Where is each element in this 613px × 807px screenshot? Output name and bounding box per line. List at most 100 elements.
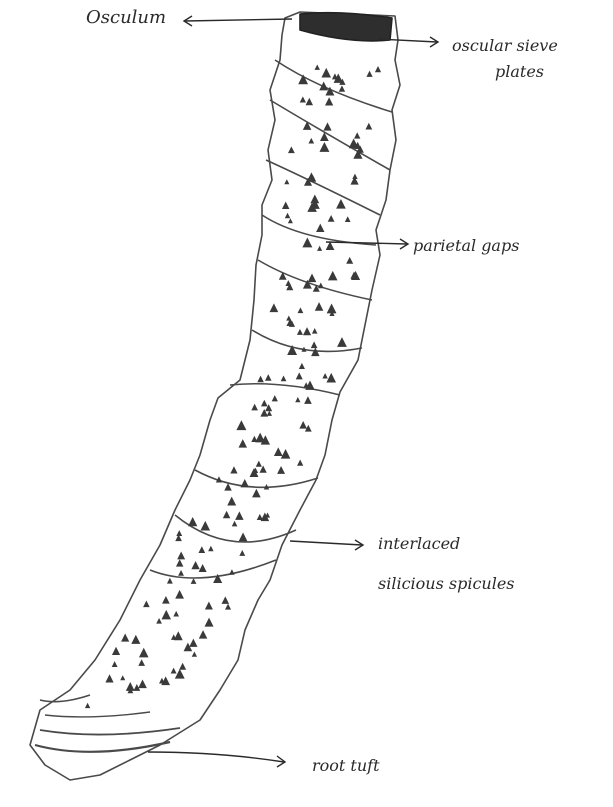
pore-mark: [321, 68, 331, 78]
pore-mark: [208, 546, 213, 551]
label-parietal-gaps: parietal gaps: [413, 236, 519, 256]
pore-mark: [272, 395, 278, 401]
pore-mark: [252, 489, 261, 498]
pore-mark: [173, 611, 179, 617]
pore-mark: [179, 663, 186, 670]
pore-mark: [274, 447, 283, 456]
pore-mark: [189, 639, 197, 647]
pore-mark: [286, 315, 291, 320]
pore-mark: [176, 559, 183, 566]
pore-mark: [319, 142, 329, 152]
pore-mark: [162, 610, 172, 620]
pore-mark: [302, 237, 312, 247]
pore-mark: [188, 517, 197, 526]
label-spicules-line1: interlaced: [378, 534, 460, 554]
pore-mark: [85, 703, 90, 708]
pore-mark: [199, 564, 207, 572]
label-spicules-line2: silicious spicules: [378, 574, 515, 594]
body-outline: [30, 12, 400, 780]
pore-mark: [175, 669, 185, 679]
pore-mark: [375, 66, 381, 72]
pore-mark: [167, 578, 173, 584]
pore-mark: [198, 546, 205, 553]
pore-mark: [315, 302, 324, 311]
pore-mark: [300, 96, 306, 102]
pore-mark: [178, 570, 184, 576]
pore-mark: [299, 421, 307, 429]
label-osculum: Osculum: [86, 8, 166, 28]
pore-mark: [297, 329, 303, 335]
pore-mark: [323, 122, 331, 130]
pore-mark: [282, 202, 289, 209]
pore-mark: [288, 218, 293, 223]
pore-mark: [156, 618, 162, 624]
pore-mark: [232, 521, 238, 527]
pore-mark: [236, 420, 246, 430]
root-tuft-band: [40, 728, 180, 735]
pore-mark: [251, 436, 257, 442]
pore-mark: [316, 224, 324, 232]
pore-mark: [303, 327, 311, 335]
pore-mark: [322, 373, 327, 378]
pore-mark: [297, 460, 303, 466]
pore-mark: [281, 375, 287, 381]
pore-mark: [241, 479, 249, 487]
pore-mark: [222, 596, 230, 604]
root-tuft-band: [40, 695, 90, 702]
pore-mark: [281, 449, 291, 459]
pore-mark: [277, 466, 285, 474]
pore-mark: [327, 304, 337, 314]
pore-mark: [256, 461, 262, 467]
pore-mark: [121, 633, 129, 641]
pore-mark: [267, 411, 272, 416]
pore-mark: [175, 590, 184, 599]
root-tuft-band: [45, 712, 150, 717]
pore-mark: [354, 132, 360, 138]
pore-mark: [171, 668, 177, 674]
pore-mark: [162, 596, 170, 604]
pore-mark: [337, 337, 347, 347]
osculum-rim: [300, 13, 392, 41]
pore-mark: [227, 497, 236, 506]
pore-mark: [265, 374, 272, 381]
pore-mark: [261, 400, 268, 407]
pore-mark: [138, 679, 147, 688]
pore-mark: [315, 64, 320, 69]
pore-mark: [112, 647, 120, 655]
pore-mark: [205, 602, 213, 610]
pore-mark: [143, 601, 150, 608]
pore-mark: [191, 561, 199, 569]
pore-mark: [308, 273, 317, 282]
pore-mark: [308, 138, 314, 144]
pore-mark: [285, 213, 291, 219]
pore-mark: [328, 271, 338, 281]
root-tuft-pointer: [148, 752, 284, 762]
pore-mark: [288, 146, 295, 153]
parietal-gaps-pointer: [326, 242, 407, 244]
pore-mark: [139, 648, 149, 658]
osculum-pointer: [185, 19, 292, 21]
pore-mark: [325, 97, 333, 105]
pore-mark: [235, 511, 243, 519]
pore-mark: [120, 675, 125, 680]
pore-mark: [229, 569, 235, 575]
pore-mark: [191, 578, 197, 584]
pore-mark: [345, 216, 351, 222]
pore-mark: [225, 604, 231, 610]
pore-mark: [339, 85, 345, 91]
pore-mark: [112, 661, 118, 667]
pore-mark: [365, 123, 372, 130]
pore-mark: [257, 376, 264, 383]
pore-mark: [366, 71, 372, 77]
sponge-body: [30, 12, 400, 780]
pore-mark: [336, 199, 346, 209]
pore-mark: [239, 532, 248, 541]
label-oscular-sieve-plates-line2: plates: [495, 62, 544, 82]
pore-mark: [239, 439, 248, 448]
spiral-ridge: [275, 60, 392, 112]
pore-mark: [304, 396, 312, 404]
pore-mark: [131, 635, 140, 644]
pore-mark: [176, 530, 182, 536]
label-oscular-sieve-plates-line1: oscular sieve: [452, 36, 558, 56]
pore-mark: [205, 618, 214, 627]
